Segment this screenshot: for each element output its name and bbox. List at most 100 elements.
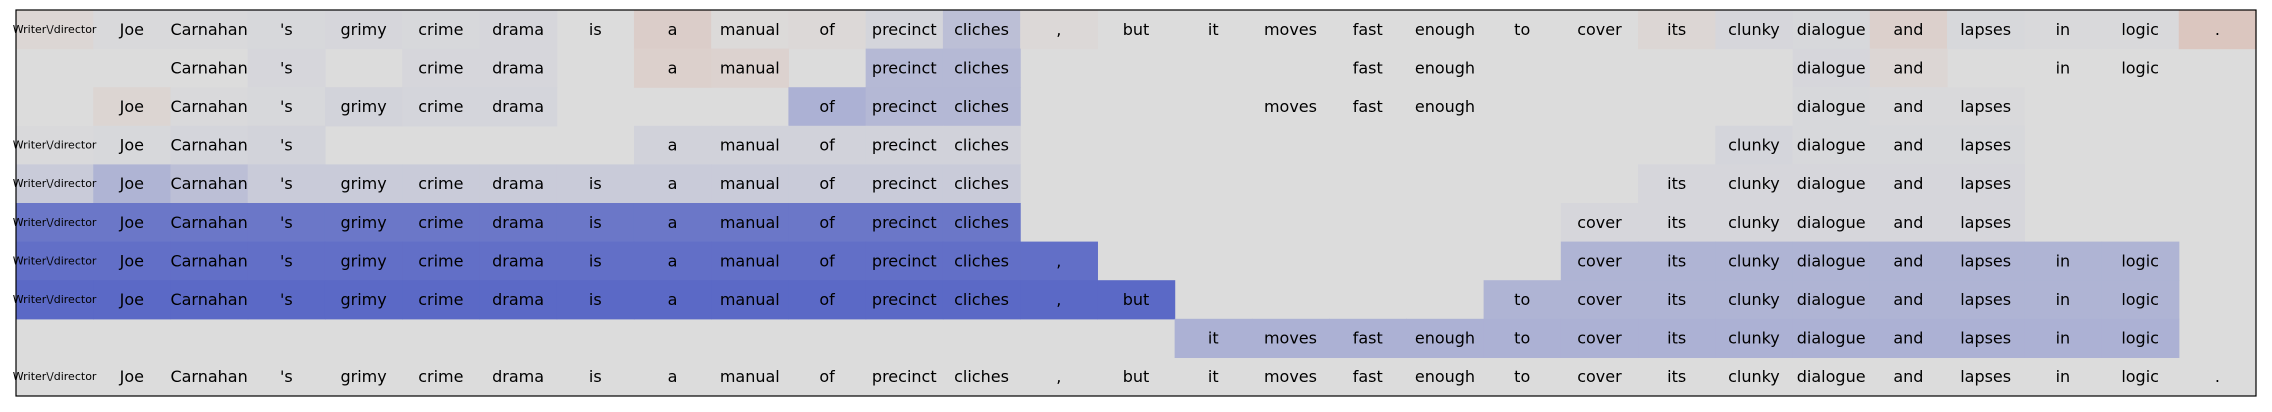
- heatmap-cell: [170, 87, 249, 127]
- token-label: a: [668, 251, 678, 270]
- token-label: precinct: [872, 174, 937, 193]
- token-label: of: [819, 97, 835, 116]
- heatmap-cell: [1638, 241, 1716, 281]
- heatmap-cell: [479, 164, 558, 204]
- token-label: a: [668, 136, 678, 155]
- token-label: cliches: [954, 251, 1009, 270]
- heatmap-cell: [711, 280, 790, 320]
- token-label: Carnahan: [170, 290, 247, 309]
- heatmap-cell: [1792, 87, 1871, 127]
- token-label: and: [1893, 290, 1923, 309]
- token-label: of: [819, 367, 835, 386]
- token-label: ,: [1056, 290, 1061, 309]
- token-label: to: [1514, 329, 1530, 348]
- heatmap-cell: [402, 280, 481, 320]
- heatmap-cell: [1020, 280, 1098, 320]
- heatmap-cell: [170, 164, 249, 204]
- heatmap-cell: [633, 164, 712, 204]
- token-label: in: [2056, 58, 2071, 77]
- token-label: cover: [1577, 329, 1622, 348]
- token-label: cliches: [954, 367, 1009, 386]
- heatmap-cell: [247, 10, 326, 50]
- heatmap-cell: [711, 241, 790, 281]
- token-label: manual: [720, 251, 780, 270]
- heatmap-cell: [1715, 125, 1794, 165]
- heatmap-cell: [1560, 318, 1639, 358]
- token-label: 's: [280, 290, 293, 309]
- token-label: logic: [2121, 58, 2159, 77]
- token-label: and: [1893, 136, 1923, 155]
- token-label: Carnahan: [170, 367, 247, 386]
- heatmap-cell: [247, 241, 326, 281]
- heatmap-cell: [1947, 318, 2025, 358]
- heatmap-cell: [788, 280, 867, 320]
- token-label: lapses: [1960, 136, 2011, 155]
- token-label: to: [1514, 367, 1530, 386]
- token-label: drama: [492, 367, 544, 386]
- token-label: its: [1667, 213, 1686, 232]
- heatmap-cell: [170, 125, 249, 165]
- token-label: logic: [2121, 367, 2159, 386]
- token-label: and: [1893, 251, 1923, 270]
- token-label: drama: [492, 20, 544, 39]
- heatmap-cell: [479, 87, 558, 127]
- token-label: in: [2056, 251, 2071, 270]
- token-label: manual: [720, 367, 780, 386]
- heatmap-cell: [16, 241, 94, 281]
- token-label: Joe: [119, 136, 144, 155]
- heatmap-cell: [16, 203, 94, 243]
- token-label: a: [668, 290, 678, 309]
- token-label: of: [819, 290, 835, 309]
- heatmap-cell: [1947, 280, 2025, 320]
- token-label: manual: [720, 174, 780, 193]
- heatmap-cell: [942, 10, 1021, 50]
- token-label: and: [1893, 367, 1923, 386]
- token-label: Joe: [119, 20, 144, 39]
- token-label: grimy: [340, 251, 386, 270]
- token-label: moves: [1264, 97, 1317, 116]
- token-label: cover: [1577, 251, 1622, 270]
- token-label: Carnahan: [170, 213, 247, 232]
- heatmap-cell: [1947, 87, 2025, 127]
- heatmap-cell: [1174, 318, 1253, 358]
- token-label: 's: [280, 251, 293, 270]
- heatmap-cell: [1097, 280, 1176, 320]
- token-label: of: [819, 174, 835, 193]
- heatmap-cell: [865, 203, 944, 243]
- heatmap-cell: [2024, 318, 2103, 358]
- heatmap-cell: [1947, 203, 2025, 243]
- heatmap-cell: [865, 48, 944, 88]
- heatmap-cell: [1792, 164, 1871, 204]
- token-label: precinct: [872, 136, 937, 155]
- token-label: cliches: [954, 136, 1009, 155]
- token-label: precinct: [872, 290, 937, 309]
- heatmap-cell: [93, 203, 172, 243]
- token-label: Joe: [119, 213, 144, 232]
- token-label: lapses: [1960, 329, 2011, 348]
- token-label: its: [1667, 290, 1686, 309]
- heatmap-cell: [1869, 241, 1948, 281]
- heatmap-cell: [1638, 164, 1716, 204]
- token-label: precinct: [872, 20, 937, 39]
- heatmap-cell: [402, 87, 481, 127]
- token-label: and: [1893, 329, 1923, 348]
- token-label: grimy: [340, 367, 386, 386]
- token-label: fast: [1353, 329, 1383, 348]
- token-label: drama: [492, 97, 544, 116]
- token-label: drama: [492, 213, 544, 232]
- token-label: enough: [1415, 97, 1475, 116]
- heatmap-cell: [633, 203, 712, 243]
- heatmap-cell: [633, 241, 712, 281]
- token-label: ,: [1056, 20, 1061, 39]
- token-label: a: [668, 20, 678, 39]
- token-label: fast: [1353, 58, 1383, 77]
- heatmap-cell: [556, 241, 635, 281]
- token-label: Writer\/director: [13, 254, 97, 267]
- token-label: cover: [1577, 290, 1622, 309]
- token-label: Carnahan: [170, 251, 247, 270]
- heatmap-cell: [1869, 87, 1948, 127]
- token-label: Writer\/director: [13, 139, 97, 152]
- token-label: crime: [418, 290, 463, 309]
- token-label: clunky: [1728, 367, 1780, 386]
